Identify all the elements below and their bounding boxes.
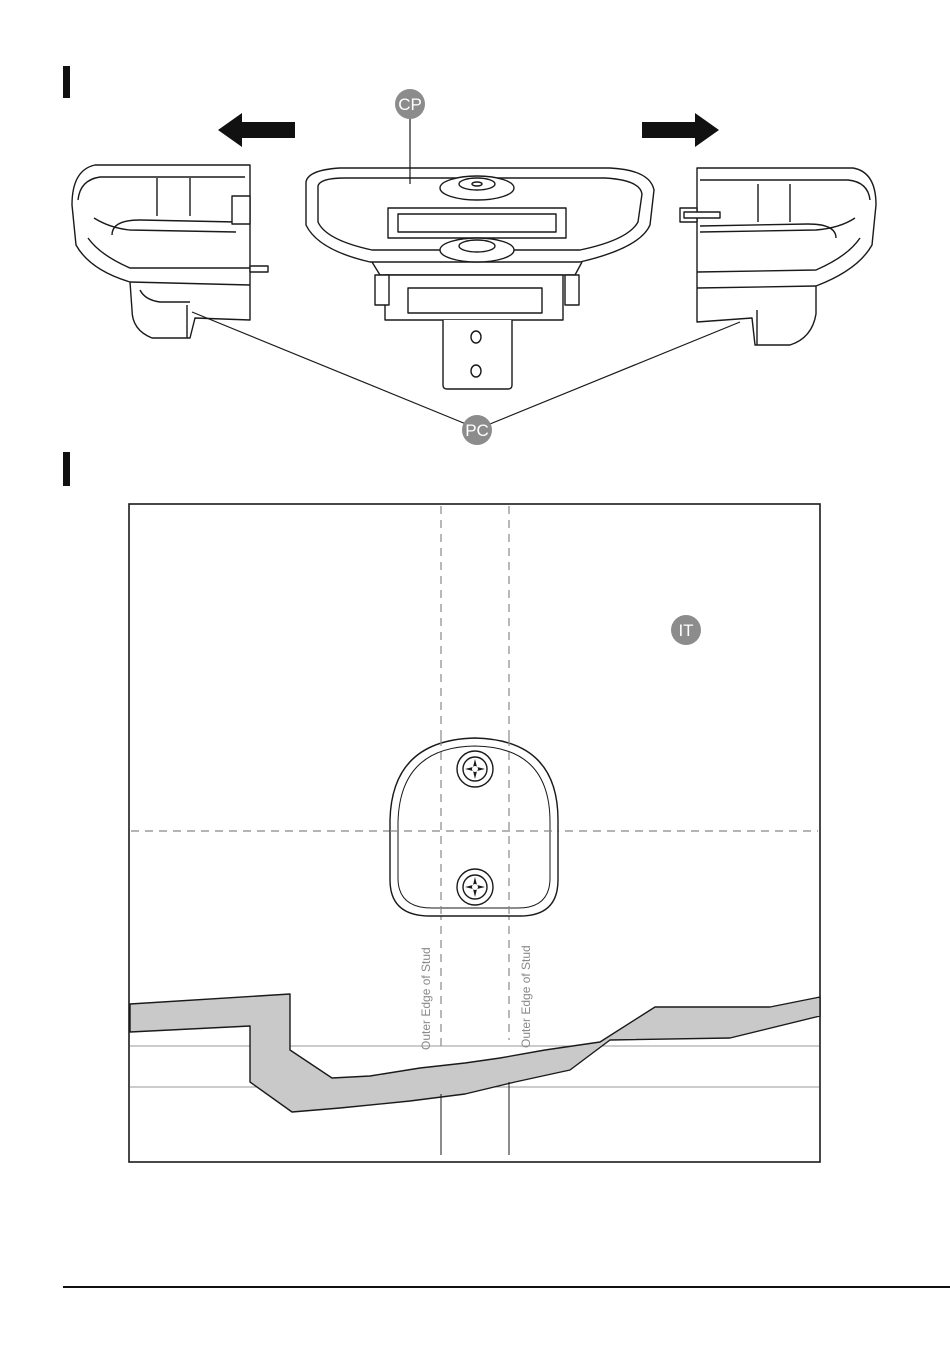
stud-label-right: Outer Edge of Stud [519, 945, 533, 1048]
callout-it-label: IT [678, 621, 693, 640]
callout-cp-label: CP [398, 95, 422, 114]
center-bracket-piece [306, 168, 654, 389]
arrow-left-icon [218, 113, 295, 147]
arrow-right-icon [642, 113, 719, 147]
right-cover-piece [680, 168, 876, 345]
screw-head-icon [457, 751, 493, 787]
callout-it: IT [671, 615, 701, 645]
callout-cp: CP [395, 89, 425, 119]
callout-pc: PC [462, 415, 492, 445]
stud-label-left: Outer Edge of Stud [419, 947, 433, 1050]
left-cover-piece [72, 165, 268, 338]
screw-head-icon [457, 869, 493, 905]
callout-pc-label: PC [465, 421, 489, 440]
